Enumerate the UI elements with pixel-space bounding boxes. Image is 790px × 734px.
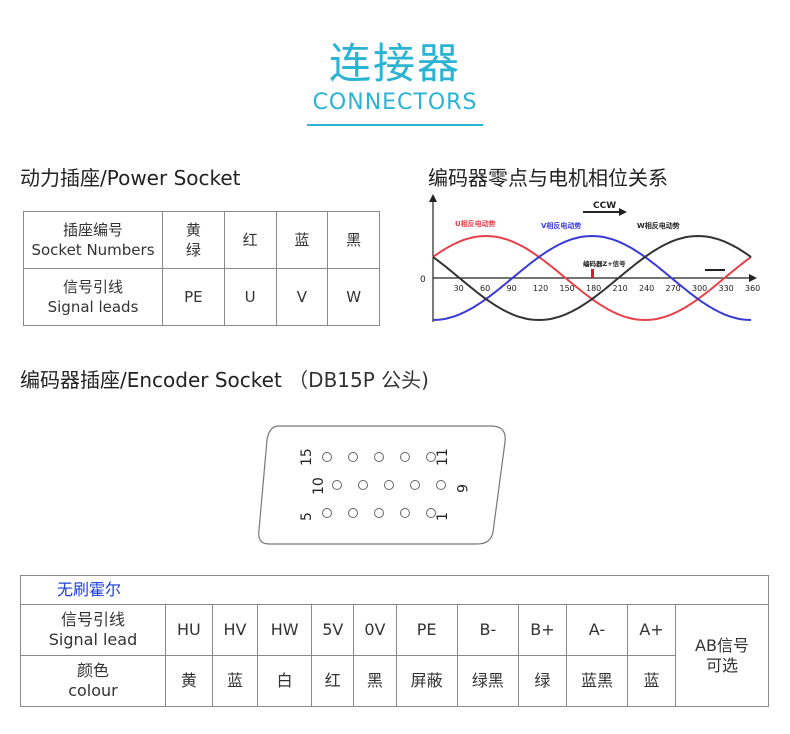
table-row: 信号引线 Signal lead HU HV HW 5V 0V PE B- B+… [20, 604, 769, 707]
x-tick-label: 120 [533, 284, 548, 293]
table-cell: 蓝 [627, 655, 676, 707]
page-subtitle: CONNECTORS [312, 90, 478, 115]
x-tick-label: 90 [507, 284, 517, 293]
table-cell: 绿黑 [456, 655, 519, 707]
table-cell: 蓝 [211, 655, 259, 707]
table-cell: V [275, 268, 329, 326]
table-cell: 红 [311, 655, 355, 707]
x-tick-label: 60 [480, 284, 490, 293]
table-cell: 信号引线 Signal leads [23, 268, 163, 326]
connector-pin [332, 480, 342, 490]
connector-pin [384, 480, 394, 490]
pin-label-10: 10 [311, 477, 327, 495]
table-cell: B- [456, 604, 519, 656]
connector-pin [374, 452, 384, 462]
zero-label: 0 [420, 275, 426, 285]
table-cell: B+ [517, 604, 567, 656]
connector-pin [436, 480, 446, 490]
table-cell: 黑 [327, 211, 380, 269]
table-cell: 颜色 colour [20, 655, 166, 707]
x-tick-labels: 30 60 90 120 150 180 210 240 270 300 330 360 [454, 284, 761, 293]
encoder-socket-title: 编码器插座/Encoder Socket [20, 368, 282, 392]
connector-outline [258, 425, 506, 545]
table-cell: 屏蔽 [395, 655, 458, 707]
x-tick-label: 180 [586, 284, 601, 293]
ccw-label: CCW [593, 201, 616, 211]
x-tick-label: 300 [692, 284, 707, 293]
u-phase-label: U相反电动势 [455, 219, 496, 228]
table-cell: 黄 绿 [162, 211, 225, 269]
table-cell: 插座编号 Socket Numbers [23, 211, 163, 269]
page-title: 连接器 [328, 39, 461, 88]
table-cell: PE [162, 268, 225, 326]
db15-connector-diagram: 15 11 10 6 5 1 [258, 425, 506, 545]
title-underline [307, 124, 483, 126]
table-row: 颜色 colour 黄 蓝 白 红 黑 屏蔽 绿黑 绿 蓝黑 蓝 [20, 655, 769, 707]
table-cell: 蓝黑 [565, 655, 629, 707]
connector-pin [348, 452, 358, 462]
z-signal-label: 编码器Z+信号 [583, 259, 626, 268]
power-socket-table: 插座编号 Socket Numbers 黄 绿 红 蓝 黑 信号引线 Signa… [23, 211, 380, 326]
w-phase-curve [432, 234, 752, 322]
encoder-zero-heading: 编码器零点与电机相位关系 [428, 166, 668, 190]
table-cell: 信号引线 Signal lead [20, 604, 166, 656]
table-cell: PE [395, 604, 458, 656]
x-tick-label: 150 [560, 284, 575, 293]
connector-pin [348, 508, 358, 518]
connector-pins [322, 452, 446, 518]
w-phase-label: W相反电动势 [637, 221, 680, 230]
connector-pin [374, 508, 384, 518]
z-signal-marker [591, 269, 594, 278]
x-tick-label: 240 [639, 284, 654, 293]
table-row: 无刷霍尔 [20, 575, 769, 605]
power-socket-heading: 动力插座/Power Socket [20, 166, 241, 190]
table-cell: U [223, 268, 277, 326]
ab-optional-note: AB信号 可选 [675, 604, 769, 707]
x-tick-label: 330 [719, 284, 734, 293]
connector-pin [322, 452, 332, 462]
table-cell: HU [165, 604, 213, 656]
connector-pin [426, 452, 436, 462]
table-cell: 蓝 [275, 211, 329, 269]
table-cell: 0V [353, 604, 397, 656]
x-tick-label: 270 [666, 284, 681, 293]
x-tick-label: 210 [613, 284, 628, 293]
connector-pin [358, 480, 368, 490]
table-cell: HW [257, 604, 313, 656]
table-cell: W [327, 268, 380, 326]
encoder-signal-table: 无刷霍尔 信号引线 Signal lead HU HV HW 5V 0V PE … [20, 575, 769, 707]
table-cell: 红 [223, 211, 277, 269]
table-cell: 5V [311, 604, 355, 656]
connector-pin [400, 452, 410, 462]
table-cell: A- [565, 604, 629, 656]
pin-label-1: 1 [435, 512, 451, 521]
table-row: 插座编号 Socket Numbers 黄 绿 红 蓝 黑 [23, 211, 380, 269]
table-cell: 白 [257, 655, 313, 707]
pin-label-15: 15 [299, 448, 315, 466]
connector-pin [410, 480, 420, 490]
pin-label-5: 5 [299, 512, 315, 521]
brand-label: 无刷霍尔 [20, 575, 769, 605]
encoder-socket-note: （DB15P 公头) [288, 368, 429, 392]
table-cell: 黄 [165, 655, 213, 707]
table-row: 信号引线 Signal leads PE U V W [23, 268, 380, 326]
pin-label-6: 6 [453, 484, 469, 493]
x-tick-label: 360 [745, 284, 760, 293]
connector-pin [400, 508, 410, 518]
table-cell: A+ [627, 604, 676, 656]
connector-pin [322, 508, 332, 518]
table-cell: 黑 [353, 655, 397, 707]
table-cell: 绿 [517, 655, 567, 707]
encoder-socket-heading: 编码器插座/Encoder Socket （DB15P 公头) [20, 364, 429, 393]
connector-pin [426, 508, 436, 518]
table-cell: HV [211, 604, 259, 656]
v-phase-label: V相反电动势 [541, 221, 581, 230]
phase-diagram: 0 30 60 90 120 150 180 210 240 270 300 330 360 U相反电… [420, 194, 761, 322]
pin-label-11: 11 [435, 448, 451, 466]
x-tick-label: 30 [454, 284, 464, 293]
